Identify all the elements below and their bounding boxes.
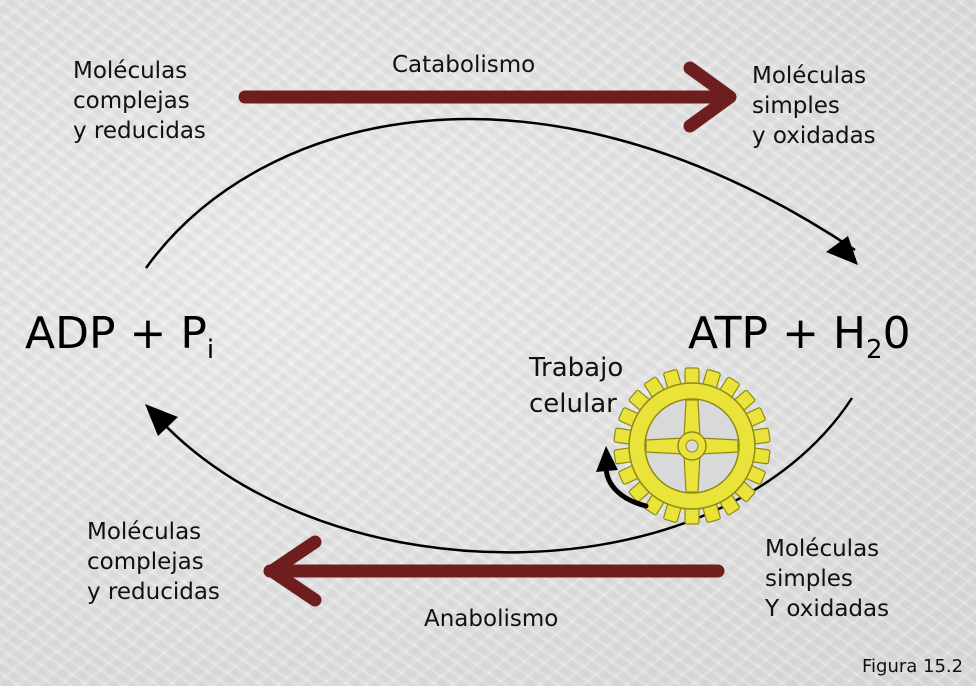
gear-icon — [613, 367, 771, 525]
catabolism-label: Catabolismo — [392, 52, 536, 78]
upper-cycle-arrowhead — [826, 236, 858, 265]
catabolism-arrow — [238, 61, 737, 133]
upper-cycle-arrow — [144, 117, 856, 269]
anabolism-label: Anabolismo — [424, 606, 559, 632]
bottom-right-label: Moléculas simples Y oxidadas — [765, 536, 890, 622]
anabolism-arrow — [263, 535, 725, 607]
top-left-label: Moléculas complejas y reducidas — [73, 58, 206, 144]
bottom-left-label: Moléculas complejas y reducidas — [87, 519, 220, 605]
top-right-label: Moléculas simples y oxidadas — [752, 63, 876, 149]
atp-label: ATP + H20 — [688, 308, 911, 365]
lower-cycle-arrow — [159, 397, 854, 554]
curved-arrow-icon — [596, 446, 649, 509]
figure-label: Figura 15.2 — [862, 656, 964, 677]
cellular-work-label: Trabajo celular — [529, 353, 624, 419]
lower-cycle-arrowhead — [145, 404, 178, 436]
adp-label: ADP + Pi — [25, 308, 215, 365]
